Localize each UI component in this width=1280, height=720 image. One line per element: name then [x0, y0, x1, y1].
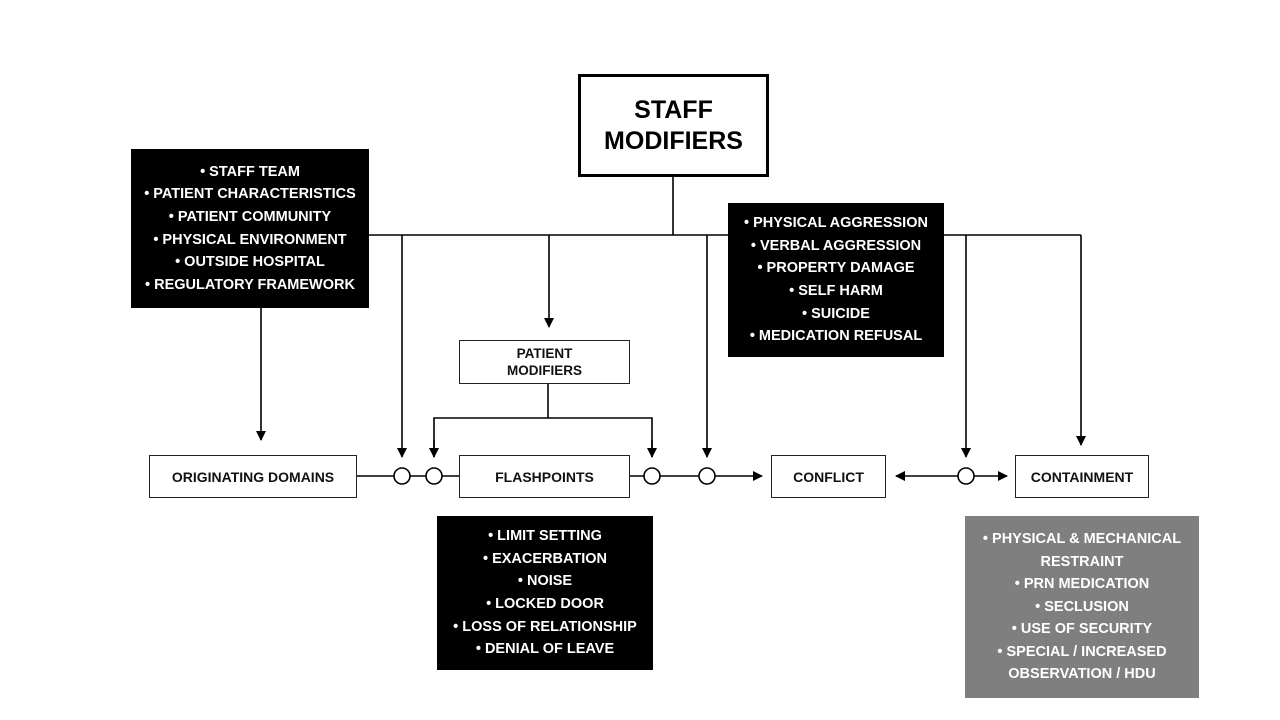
list-item: • PHYSICAL AGGRESSION	[744, 215, 928, 232]
junction-node	[643, 467, 661, 485]
list-item: • USE OF SECURITY	[1011, 621, 1153, 638]
junction-node	[957, 467, 975, 485]
conflict-behaviours-list: • PHYSICAL AGGRESSION • VERBAL AGGRESSIO…	[728, 203, 944, 357]
conflict-node: CONFLICT	[771, 455, 886, 498]
conflict-label: CONFLICT	[793, 468, 864, 485]
list-item: • LOCKED DOOR	[486, 596, 604, 612]
patient-modifiers-node: PATIENT MODIFIERS	[459, 340, 630, 384]
list-item: • PATIENT COMMUNITY	[168, 208, 332, 225]
list-item: • LIMIT SETTING	[488, 528, 602, 545]
list-item: RESTRAINT	[1040, 553, 1124, 570]
list-item: • PRN MEDICATION	[1014, 576, 1150, 593]
list-item: • REGULATORY FRAMEWORK	[145, 276, 355, 293]
flashpoints-node: FLASHPOINTS	[459, 455, 630, 498]
list-item: • MEDICATION REFUSAL	[749, 328, 923, 345]
list-item: • PROPERTY DAMAGE	[757, 260, 915, 277]
list-item: • STAFF TEAM	[200, 163, 300, 180]
list-item: • VERBAL AGGRESSION	[750, 237, 922, 254]
list-item: • EXACERBATION	[482, 550, 608, 567]
junction-node	[393, 467, 411, 485]
staff-modifiers-node: STAFF MODIFIERS	[578, 74, 769, 177]
originating-domains-list: • STAFF TEAM • PATIENT CHARACTERISTICS •…	[131, 149, 369, 308]
pm-branch	[433, 417, 653, 457]
staff-modifiers-line-2: MODIFIERS	[604, 126, 743, 155]
flashpoints-label: FLASHPOINTS	[495, 468, 594, 485]
junction-node	[698, 467, 716, 485]
list-item: • SELF HARM	[789, 283, 883, 299]
containment-list: • PHYSICAL & MECHANICAL RESTRAINT • PRN …	[965, 516, 1199, 698]
list-item: • DENIAL OF LEAVE	[475, 641, 615, 658]
list-item: • PHYSICAL & MECHANICAL	[982, 530, 1182, 547]
containment-node: CONTAINMENT	[1015, 455, 1149, 498]
list-item: • SPECIAL / INCREASED	[997, 643, 1167, 660]
list-item: • LOSS OF RELATIONSHIP	[453, 618, 637, 635]
list-item: • PHYSICAL ENVIRONMENT	[153, 231, 347, 248]
staff-modifiers-line-1: STAFF	[634, 95, 713, 124]
originating-domains-node: ORIGINATING DOMAINS	[149, 455, 357, 498]
flashpoints-list: • LIMIT SETTING • EXACERBATION • NOISE •…	[437, 516, 653, 670]
list-item: • SUICIDE	[802, 305, 870, 322]
containment-label: CONTAINMENT	[1030, 468, 1134, 485]
list-item: • NOISE	[517, 573, 573, 590]
patient-modifiers-line-2: MODIFIERS	[506, 363, 582, 378]
junction-node	[425, 467, 443, 485]
list-item: • OUTSIDE HOSPITAL	[175, 254, 325, 271]
originating-domains-label: ORIGINATING DOMAINS	[171, 468, 335, 485]
list-item: • PATIENT CHARACTERISTICS	[144, 186, 356, 203]
list-item: OBSERVATION / HDU	[1008, 666, 1156, 683]
patient-modifiers-line-1: PATIENT	[516, 346, 573, 361]
list-item: • SECLUSION	[1035, 598, 1129, 615]
